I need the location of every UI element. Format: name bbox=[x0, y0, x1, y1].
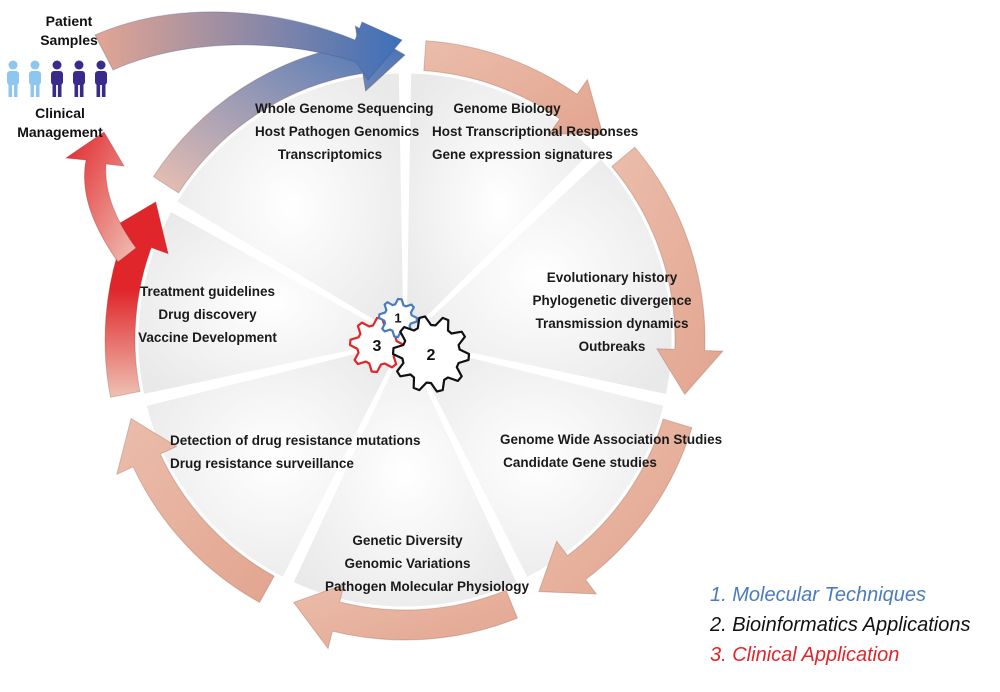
sector-5-line: Detection of drug resistance mutations bbox=[170, 433, 421, 448]
cycle-arrow-2 bbox=[611, 146, 724, 396]
sector-0-line: Host Pathogen Genomics bbox=[255, 124, 420, 139]
sector-2-line: Transmission dynamics bbox=[535, 316, 689, 331]
sector-label-6: Treatment guidelines Drug discovery Vacc… bbox=[125, 283, 290, 352]
legend: 1. Molecular Techniques 2. Bioinformatic… bbox=[710, 580, 971, 670]
cycle-sector-4 bbox=[143, 337, 408, 581]
cycle-arrow-0 bbox=[152, 24, 406, 194]
sector-3-line: Candidate Gene studies bbox=[503, 455, 657, 470]
patient-icons bbox=[2, 60, 114, 98]
cycle-sector-3 bbox=[289, 336, 521, 610]
cycle-arrow-3 bbox=[538, 418, 693, 595]
clinical-management-label: Clinical Management bbox=[17, 105, 103, 140]
arrow-patient-samples-icon bbox=[94, 11, 403, 81]
legend-item-bioinformatics: 2. Bioinformatics Applications bbox=[710, 614, 971, 636]
sector-label-4: Genetic Diversity Genomic Variations Pat… bbox=[325, 532, 530, 601]
patient-samples-label: Patient Samples bbox=[40, 13, 98, 48]
legend-item-molecular: 1. Molecular Techniques bbox=[710, 584, 927, 606]
sector-1-line: Genome Biology bbox=[453, 101, 561, 116]
sector-label-0: Whole Genome Sequencing Host Pathogen Ge… bbox=[255, 100, 434, 169]
person-icon bbox=[29, 60, 41, 97]
cycle-sector-5 bbox=[135, 208, 410, 398]
sector-4-line: Genetic Diversity bbox=[352, 533, 463, 548]
sector-2-line: Phylogenetic divergence bbox=[532, 293, 692, 308]
sector-label-1: Genome Biology Host Transcriptional Resp… bbox=[432, 100, 639, 169]
cycle-arrow-5 bbox=[116, 417, 275, 604]
sector-4-line: Pathogen Molecular Physiology bbox=[325, 579, 530, 594]
gear-3-icon: 3 bbox=[348, 316, 406, 374]
person-icon bbox=[7, 60, 19, 97]
cycle-arrow-4 bbox=[292, 583, 519, 650]
arrow-clinical-management-icon bbox=[64, 131, 137, 263]
gear-1-label: 1 bbox=[394, 311, 401, 326]
gear-2-label: 2 bbox=[427, 347, 436, 364]
sector-6-line: Treatment guidelines bbox=[139, 284, 276, 299]
person-icon bbox=[51, 60, 63, 97]
sector-label-3: Genome Wide Association Studies Candidat… bbox=[500, 431, 723, 477]
sector-2-line: Evolutionary history bbox=[546, 270, 678, 285]
legend-item-clinical: 3. Clinical Application bbox=[710, 644, 900, 666]
sector-label-5: Detection of drug resistance mutations D… bbox=[170, 432, 421, 478]
sector-2-line: Outbreaks bbox=[578, 339, 646, 354]
sector-0-line: Whole Genome Sequencing bbox=[255, 101, 434, 116]
sector-3-line: Genome Wide Association Studies bbox=[500, 432, 723, 447]
sector-1-line: Host Transcriptional Responses bbox=[432, 124, 639, 139]
gear-2-icon: 2 bbox=[391, 315, 471, 393]
cycle-arrow-1 bbox=[423, 40, 604, 136]
sector-0-line: Transcriptomics bbox=[277, 147, 383, 162]
sector-5-line: Drug resistance surveillance bbox=[170, 456, 354, 471]
sector-4-line: Genomic Variations bbox=[344, 556, 471, 571]
person-icon bbox=[73, 60, 85, 97]
person-icon bbox=[95, 60, 107, 97]
sector-6-line: Drug discovery bbox=[158, 307, 257, 322]
sector-1-line: Gene expression signatures bbox=[432, 147, 613, 162]
sector-6-line: Vaccine Development bbox=[138, 330, 277, 345]
gear-3-label: 3 bbox=[373, 338, 382, 355]
sector-label-2: Evolutionary history Phylogenetic diverg… bbox=[522, 269, 702, 361]
cycle-sector-2 bbox=[402, 337, 667, 581]
cycle-sector-0 bbox=[403, 70, 597, 344]
